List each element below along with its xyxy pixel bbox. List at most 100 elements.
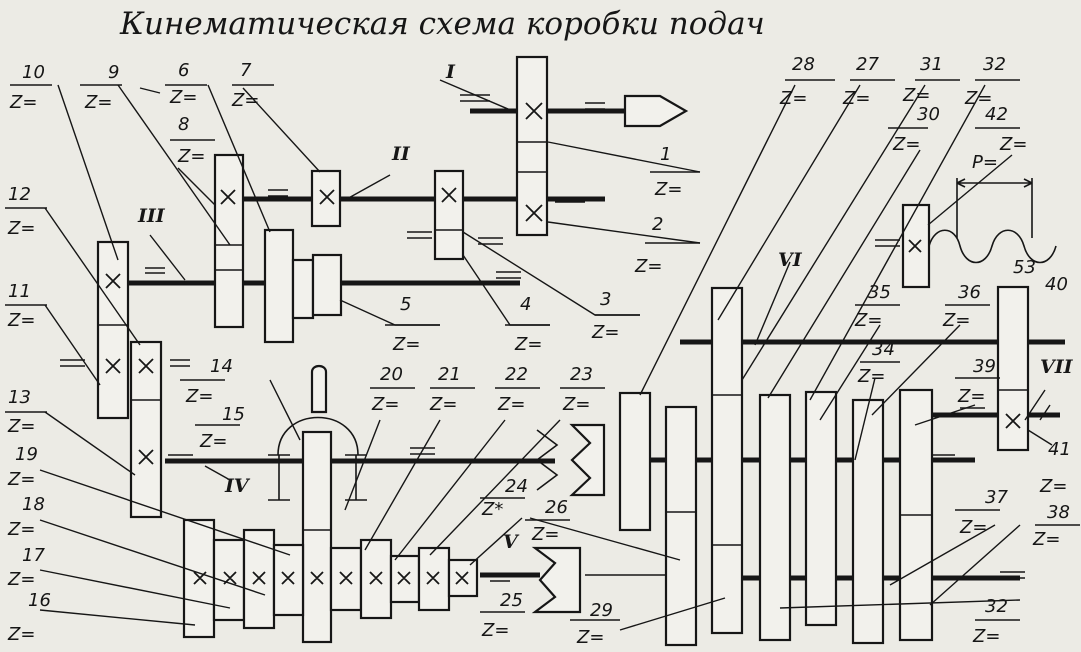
z-label-24: Z* (481, 499, 503, 520)
gear-cross-marks (105, 102, 1021, 585)
gear-label-40: 40 (1045, 274, 1068, 295)
shaft-label-II: II (391, 143, 411, 165)
z-label-26: Z= (531, 524, 559, 545)
z-label-37: Z= (959, 517, 987, 538)
gear-label-6: 6 (178, 60, 189, 81)
gear-label-15: 15 (222, 404, 245, 425)
shaft-label-IV: IV (224, 475, 251, 497)
z-label-23: Z= (562, 394, 590, 415)
leader-lines (39, 79, 1053, 631)
gear-19 (272, 543, 305, 617)
gear-label-20: 20 (380, 364, 403, 385)
gear-label-34: 34 (872, 339, 895, 360)
diagram-title: Кинематическая схема коробки подач (119, 6, 765, 42)
gear-label-36: 36 (958, 282, 981, 303)
gear-35 (804, 390, 838, 627)
z-label-25: Z= (481, 620, 509, 641)
gear-label-9: 9 (108, 62, 119, 83)
z-label-14: Z= (185, 386, 213, 407)
gear-label-5: 5 (400, 294, 411, 315)
gear-label-13: 13 (8, 387, 31, 408)
shaft-labels: I II III IV V VI VII (137, 61, 1074, 553)
gear-label-24: 24 (505, 476, 528, 497)
z-label-11: Z= (7, 310, 35, 331)
gear-label-11: 11 (8, 281, 31, 302)
gear-label-16: 16 (28, 590, 51, 611)
z-label-35: Z= (854, 310, 882, 331)
gear-label-31: 31 (920, 54, 943, 75)
rack-profile (928, 229, 1057, 264)
gear-5-hub (291, 258, 315, 320)
gear-14-15 (301, 430, 333, 644)
shift-lever (310, 364, 328, 414)
gear-label-32-top: 32 (983, 54, 1006, 75)
bearing-marks-IV (168, 237, 503, 462)
clutch-lower (531, 546, 582, 614)
gear-label-38: 38 (1047, 502, 1070, 523)
gear-34 (851, 398, 885, 645)
gear-label-22: 22 (505, 364, 528, 385)
z-label-20: Z= (371, 394, 399, 415)
z-label-31: Z= (902, 85, 930, 106)
gear-label-28: 28 (792, 54, 815, 75)
z-label-27: Z= (842, 88, 870, 109)
gear-label-19: 19 (15, 444, 38, 465)
gear-label-4: 4 (520, 294, 531, 315)
z-label-16: Z= (7, 624, 35, 645)
gear-label-23: 23 (570, 364, 593, 385)
gear-label-35: 35 (868, 282, 891, 303)
z-label-39: Z= (957, 386, 985, 407)
z-label-32-top: Z= (964, 88, 992, 109)
gear-label-41: 41 (1048, 439, 1071, 460)
z-label-18: Z= (7, 519, 35, 540)
gear-31 (758, 393, 792, 642)
gear-27 (710, 286, 744, 635)
z-label-17: Z= (7, 569, 35, 590)
z-label-32-bottom: Z= (972, 626, 1000, 647)
gear-label-1: 1 (660, 144, 671, 165)
z-label-15: Z= (199, 431, 227, 452)
gear-10-11 (96, 240, 130, 420)
gear-label-12: 12 (8, 184, 31, 205)
z-label-12: Z= (7, 218, 35, 239)
z-label-36: Z= (942, 310, 970, 331)
z-label-9: Z= (84, 92, 112, 113)
gear-label-7: 7 (240, 60, 252, 81)
gear-label-29: 29 (590, 600, 613, 621)
gear-label-14: 14 (210, 356, 233, 377)
gear-label-10: 10 (22, 62, 45, 83)
spindle-cone (623, 94, 689, 128)
shaft-label-VII: VII (1040, 356, 1074, 378)
shift-fork-legs (268, 454, 367, 501)
gear-label-3: 3 (600, 289, 611, 310)
tooth-count-labels: Z= Z= Z= Z= Z= Z= Z= Z= Z= Z= Z= Z= Z= Z… (7, 85, 1067, 648)
bearing-marks-lower (490, 454, 1025, 582)
gear-label-21: 21 (438, 364, 461, 385)
gear-1-2 (515, 55, 549, 237)
bearing-marks-11 (60, 359, 190, 367)
z-label-13: Z= (7, 416, 35, 437)
bearing-marks-III (145, 267, 521, 279)
z-label-21: Z= (429, 394, 457, 415)
z-label-38-upper: Z= (1039, 476, 1067, 497)
shaft-label-V: V (503, 531, 520, 553)
pitch-label: P= (972, 152, 998, 173)
shaft-label-I: I (445, 61, 456, 83)
gear-6 (263, 228, 295, 344)
gear-label-30: 30 (917, 104, 940, 125)
gear-53 (996, 285, 1030, 452)
z-label-42: Z= (999, 134, 1027, 155)
shaft-label-VI: VI (778, 249, 803, 271)
gear-label-17: 17 (22, 545, 45, 566)
gear-label-8: 8 (178, 114, 189, 135)
z-label-30: Z= (892, 134, 920, 155)
gear-12-13 (129, 340, 163, 519)
gear-label-42: 42 (985, 104, 1008, 125)
gear-label-2: 2 (652, 214, 663, 235)
z-label-34: Z= (857, 366, 885, 387)
z-label-5: Z= (392, 334, 420, 355)
label-underlines (5, 79, 1080, 621)
gear-label-37: 37 (985, 487, 1008, 508)
z-label-8: Z= (177, 146, 205, 167)
